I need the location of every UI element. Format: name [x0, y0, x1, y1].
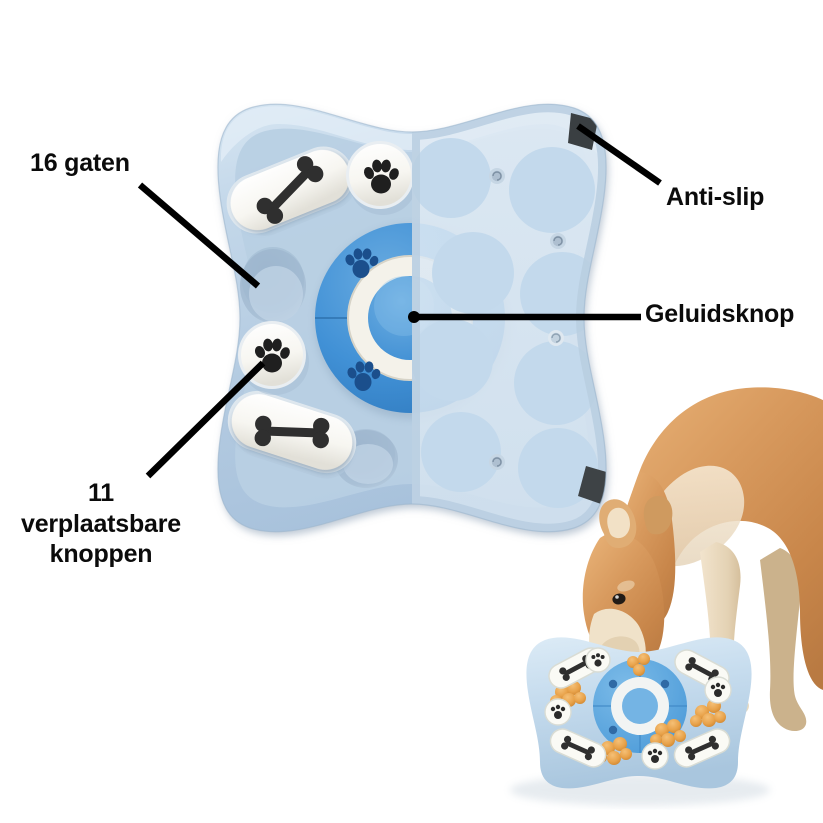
- small-bone-slider: [673, 728, 731, 768]
- dog-eye-glint: [615, 595, 619, 599]
- leader-line-holes: [137, 182, 261, 289]
- small-paw-button: [585, 647, 611, 673]
- leader-dot-sound: [408, 311, 420, 323]
- small-paw-button: [641, 742, 669, 770]
- callout-label-holes: 16 gaten: [30, 149, 130, 177]
- small-paw-button: [704, 676, 732, 704]
- screw-icon: [548, 330, 564, 346]
- main-puzzle-board: [217, 103, 607, 533]
- screw-icon: [489, 168, 505, 184]
- small-paw-button: [544, 698, 572, 726]
- overlay-hole: [421, 412, 501, 492]
- leader-lines: [137, 123, 662, 479]
- overlay-hole: [432, 232, 514, 314]
- paw-icon-2: [254, 338, 290, 373]
- empty-hole-bottom-floor: [343, 444, 393, 484]
- paw-button-top[interactable]: [346, 141, 417, 215]
- empty-hole-left-floor: [249, 266, 303, 322]
- callout-label-antislip: Anti-slip: [666, 183, 765, 211]
- overlay-hole: [514, 341, 598, 425]
- bone-slider-bottom-left[interactable]: [218, 383, 364, 486]
- bone-icon: [256, 156, 324, 224]
- dog-ear-inner: [607, 507, 630, 539]
- board-outline: [217, 103, 607, 533]
- small-bone-slider: [549, 728, 607, 768]
- screw-icon: [489, 454, 505, 470]
- paw-icon: [363, 159, 399, 194]
- overlay-hole: [412, 319, 493, 401]
- treat-pile: [627, 653, 650, 676]
- overlay-hole: [518, 428, 598, 508]
- empty-hole-group: [240, 247, 398, 488]
- leader-line-buttons: [145, 360, 266, 479]
- dog-ear-far: [643, 496, 673, 535]
- dog-brow: [617, 580, 635, 592]
- screw-icon: [550, 233, 566, 249]
- dog-rear-leg-far: [760, 548, 807, 732]
- leader-line-antislip: [576, 123, 662, 186]
- bone-icon-2: [254, 415, 330, 449]
- dial-paw-top-icon: [345, 248, 379, 278]
- overlay-hole: [412, 138, 491, 218]
- callout-label-buttons: 11 verplaatsbare knoppen: [21, 479, 181, 568]
- overlay-hole: [509, 147, 595, 233]
- bone-slider-top-left[interactable]: [218, 137, 365, 247]
- screw-group: [489, 168, 566, 470]
- small-puzzle-board: [510, 637, 770, 806]
- antislip-pad-bottom-right: [578, 466, 607, 504]
- treat-pile: [690, 699, 726, 727]
- callout-label-sound: Geluidsknop: [645, 300, 795, 328]
- small-dial-paw-icon: [608, 679, 670, 735]
- dial-paw-bottom-icon: [347, 361, 381, 391]
